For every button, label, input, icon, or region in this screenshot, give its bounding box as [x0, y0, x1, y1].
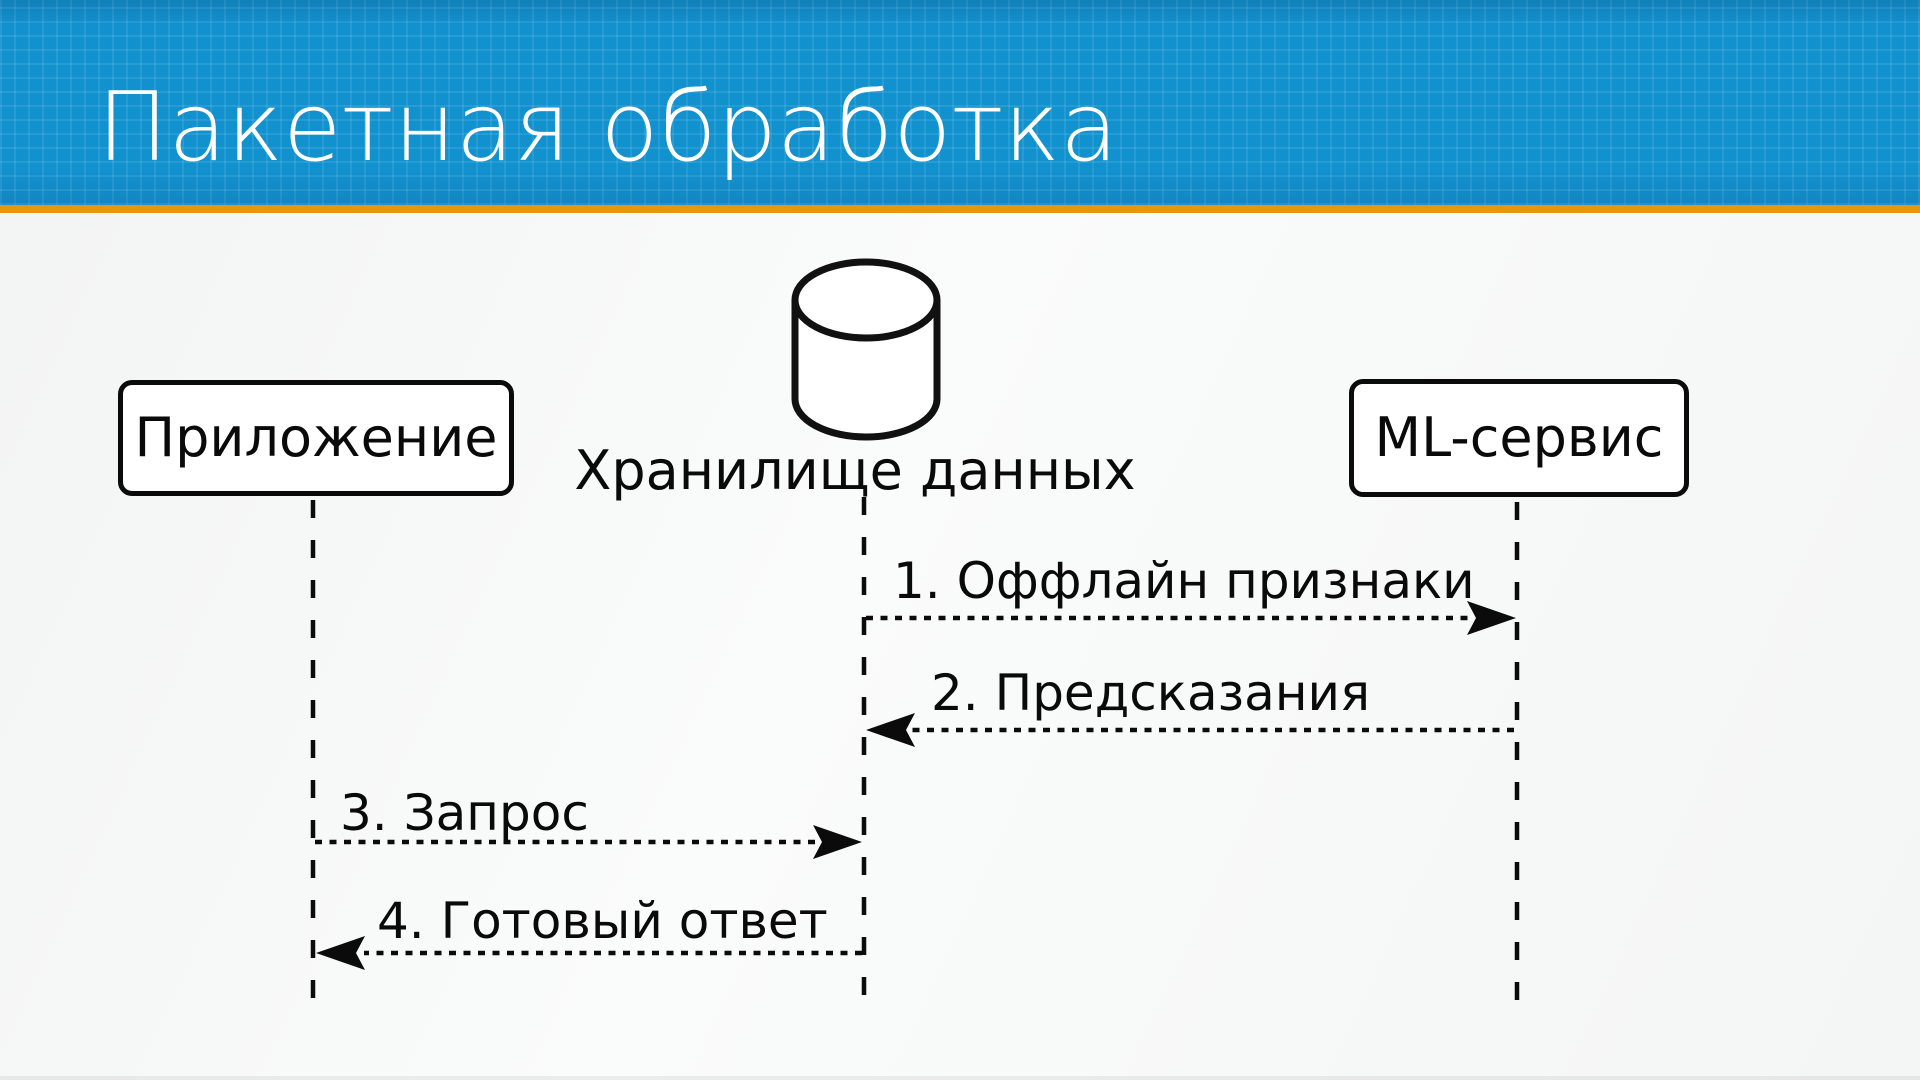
message-3-label: 3. Запрос — [340, 784, 589, 842]
actor-box-application: Приложение — [118, 380, 514, 496]
slide-title: Пакетная обработка — [97, 73, 1119, 183]
message-4-arrowhead-icon — [316, 936, 365, 970]
message-2-arrowhead-icon — [866, 713, 915, 747]
message-1-label: 1. Оффлайн признаки — [893, 552, 1475, 610]
accent-bar — [0, 205, 1920, 213]
message-3-arrowhead-icon — [813, 825, 862, 859]
message-1-arrowhead-icon — [1467, 601, 1516, 635]
slide-bottom-edge — [0, 1076, 1920, 1080]
actor-label-ml-service: ML-сервис — [1374, 406, 1664, 469]
actor-label-application: Приложение — [134, 406, 498, 469]
header-band — [0, 0, 1920, 205]
actor-label-storage: Хранилище данных — [574, 439, 1136, 502]
message-2-label: 2. Предсказания — [931, 664, 1371, 722]
database-icon — [791, 258, 941, 441]
message-4-label: 4. Готовый ответ — [377, 892, 828, 950]
actor-box-ml-service: ML-сервис — [1349, 379, 1689, 497]
